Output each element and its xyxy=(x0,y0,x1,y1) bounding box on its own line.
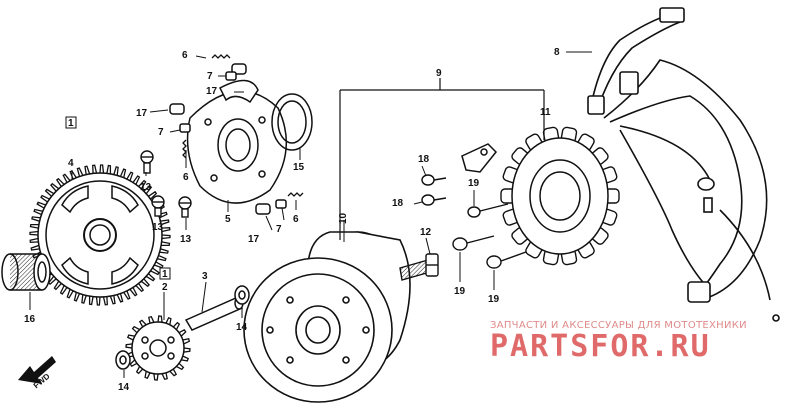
bolt-13c xyxy=(178,196,192,218)
clutch-roller-upper xyxy=(231,63,247,75)
callout-14a: 14 xyxy=(236,322,248,333)
flywheel-bolt xyxy=(399,253,439,281)
callout-4: 4 xyxy=(68,158,74,169)
callout-9: 9 xyxy=(436,68,442,79)
bolt-19c xyxy=(486,251,527,269)
screw-18b xyxy=(421,194,447,206)
bolt-19a xyxy=(467,203,509,218)
callout-box-1a xyxy=(65,116,77,129)
clutch-ring xyxy=(219,79,259,104)
callout-box-1b xyxy=(159,267,171,280)
starter-reduction-gear xyxy=(125,315,191,381)
callout-15: 15 xyxy=(293,162,305,173)
callout-19c: 19 xyxy=(488,294,500,305)
callout-7c: 7 xyxy=(276,224,282,235)
callout-8: 8 xyxy=(554,47,560,58)
callout-17c: 17 xyxy=(248,234,260,245)
flywheel-rotor xyxy=(243,231,411,403)
callout-3: 3 xyxy=(202,271,208,282)
watermark-brand: PARTSFOR.RU xyxy=(490,329,711,364)
callout-14b: 14 xyxy=(118,382,130,393)
starter-driven-gear xyxy=(29,164,171,306)
spring-cap-c xyxy=(275,199,287,209)
callout-16: 16 xyxy=(24,314,36,325)
callout-2: 2 xyxy=(162,282,168,293)
washer-lower xyxy=(115,350,131,370)
callout-13a: 13 xyxy=(140,182,152,193)
callout-6b: 6 xyxy=(183,172,189,183)
callout-11: 11 xyxy=(540,107,551,118)
callout-1b: 1 xyxy=(162,269,168,280)
spring-cap-a xyxy=(225,71,237,81)
alternator-stator xyxy=(500,126,620,266)
callout-13c: 13 xyxy=(180,234,192,245)
callout-5: 5 xyxy=(225,214,231,225)
callout-7a: 7 xyxy=(207,71,213,82)
callout-1a: 1 xyxy=(68,118,74,129)
bolt-13a xyxy=(140,150,154,174)
callout-18a: 18 xyxy=(418,154,430,165)
callout-6a: 6 xyxy=(182,50,188,61)
callout-7b: 7 xyxy=(158,127,164,138)
callout-19b: 19 xyxy=(454,286,466,297)
callout-13b: 13 xyxy=(152,222,164,233)
bolt-19b xyxy=(452,235,495,251)
spring-cap-b xyxy=(179,123,191,133)
callout-12: 12 xyxy=(420,227,432,238)
reduction-gear-shaft xyxy=(184,296,244,331)
clutch-spring-c xyxy=(287,192,304,197)
bolt-13b xyxy=(151,195,165,217)
clutch-roller-mid xyxy=(169,103,185,115)
wire-harness xyxy=(587,7,780,322)
clutch-spring-a xyxy=(211,54,231,59)
clutch-spring-b xyxy=(182,139,187,159)
washer-upper xyxy=(234,285,250,305)
needle-bearing xyxy=(1,253,51,291)
watermark-tagline: ЗАПЧАСТИ И АКСЕССУАРЫ ДЛЯ МОТОТЕХНИКИ xyxy=(490,320,747,331)
callout-17b: 17 xyxy=(136,108,148,119)
callout-19a: 19 xyxy=(468,178,480,189)
screw-18a xyxy=(421,174,447,186)
callout-18b: 18 xyxy=(392,198,404,209)
pulse-generator xyxy=(461,143,498,173)
assembly-bracket-9 xyxy=(339,78,545,240)
callout-17a: 17 xyxy=(206,86,218,97)
forward-direction-arrow: FWD xyxy=(18,356,56,390)
callout-6c: 6 xyxy=(293,214,299,225)
starter-clutch-outer xyxy=(186,90,288,204)
o-ring xyxy=(271,93,313,151)
clutch-roller-lower xyxy=(255,203,271,215)
leader-lines xyxy=(29,51,592,378)
callout-10: 10 xyxy=(338,212,349,224)
